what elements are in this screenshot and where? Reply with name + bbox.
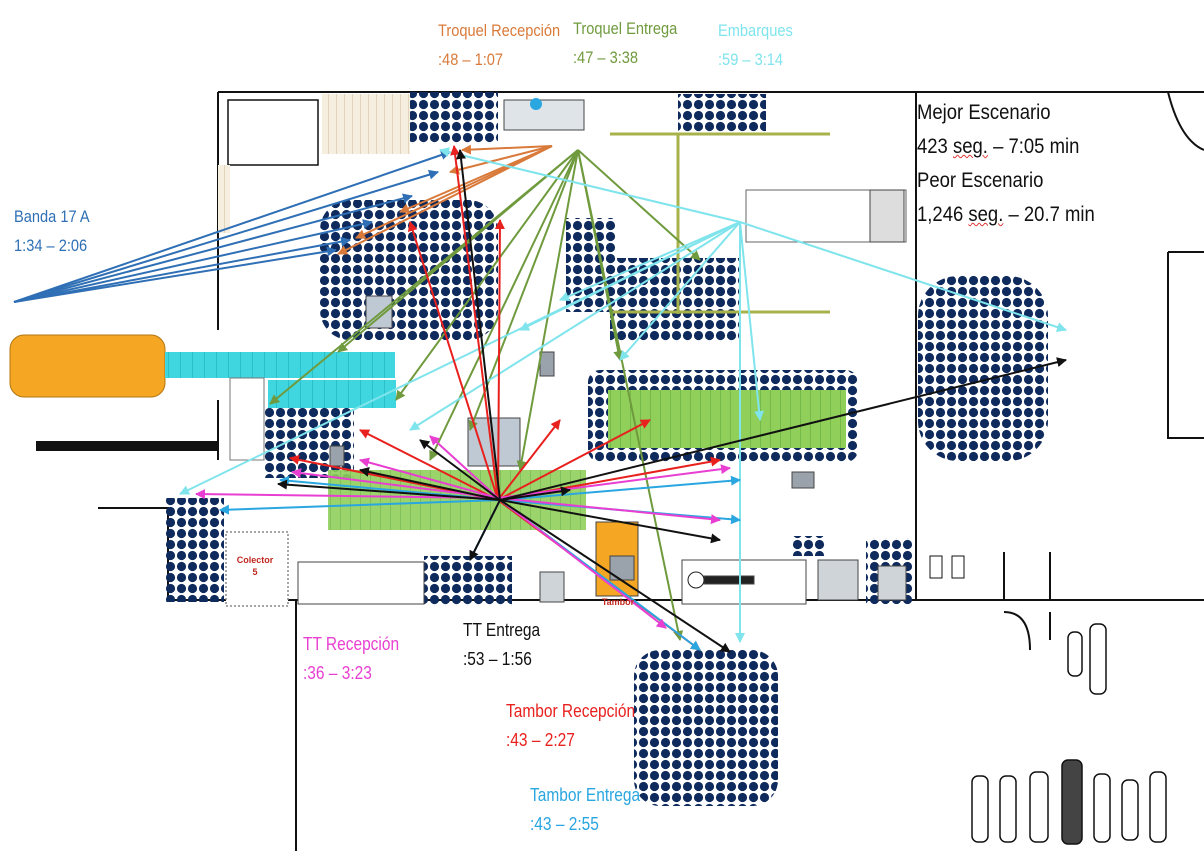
route-arrow-troquel-recepcion: [449, 145, 553, 175]
best-scenario-value: 423 seg. – 7:05 min: [917, 130, 1095, 164]
route-arrow-tt-recepcion: [195, 489, 499, 500]
best-value-rest: – 7:05 min: [993, 135, 1080, 158]
troquel-recepcion-name: Troquel Recepción: [438, 21, 561, 40]
stairs: [322, 94, 410, 154]
route-arrow-troquel-recepcion: [355, 145, 553, 239]
route-arrow-tt-entrega: [499, 357, 1067, 501]
best-value-num: 423: [917, 135, 948, 158]
worst-value-unit: seg.: [968, 203, 1004, 226]
label-embarques: Embarques :59 – 3:14: [718, 16, 793, 74]
route-arrow-troquel-recepcion: [337, 145, 553, 255]
label-tt-recepcion: TT Recepción :36 – 3:23: [303, 630, 399, 688]
label-tambor-recepcion: Tambor Recepción :43 – 2:27: [506, 697, 635, 755]
route-arrow-tambor-recepcion: [497, 419, 651, 501]
best-scenario-title: Mejor Escenario: [917, 101, 1051, 124]
troquel-recepcion-time: :48 – 1:07: [438, 50, 504, 69]
banda-name: Banda 17 A: [14, 207, 90, 226]
route-arrow-tambor-recepcion: [494, 219, 505, 501]
worst-value-num: 1,246: [917, 203, 964, 226]
tt-recepcion-time: :36 – 3:23: [303, 663, 372, 683]
route-arrow-tt-recepcion: [497, 464, 731, 499]
crane-rails: [610, 132, 830, 314]
banda-time: 1:34 – 2:06: [14, 236, 88, 255]
route-arrow-tambor-entrega: [219, 499, 501, 515]
route-arrow-troquel-recepcion: [461, 144, 553, 155]
route-arrow-tt-entrega: [419, 439, 501, 501]
route-arrow-embarques: [739, 221, 1067, 332]
route-arrow-tt-entrega: [499, 499, 731, 653]
route-arrow-banda: [13, 236, 351, 303]
route-arrow-embarques: [559, 221, 741, 302]
route-arrow-banda: [13, 150, 451, 303]
worst-scenario-value: 1,246 seg. – 20.7 min: [917, 198, 1095, 232]
route-arrow-tt-entrega: [499, 486, 571, 501]
route-arrow-tambor-recepcion: [407, 221, 499, 501]
label-troquel-recepcion: Troquel Recepción :48 – 1:07: [438, 16, 560, 74]
scenario-box: Mejor Escenario 423 seg. – 7:05 min Peor…: [917, 96, 1095, 232]
route-arrow-tt-recepcion: [497, 497, 667, 629]
side-stairs: [218, 165, 230, 233]
route-arrow-troquel-entrega: [577, 149, 701, 261]
embarques-time: :59 – 3:14: [718, 50, 784, 69]
worst-value-rest: – 20.7 min: [1008, 203, 1095, 226]
conveyor-housing: [229, 377, 265, 461]
route-arrow-tt-recepcion: [359, 457, 499, 499]
marker-dot: [530, 98, 542, 110]
route-arrow-troquel-entrega: [337, 149, 579, 353]
tambor-entrega-time: :43 – 2:55: [530, 814, 599, 834]
troquel-entrega-time: :47 – 3:38: [573, 48, 639, 67]
label-troquel-entrega: Troquel Entrega :47 – 3:38: [573, 14, 677, 72]
route-arrow-tambor-recepcion: [359, 429, 499, 501]
conveyor-banda: [165, 352, 395, 378]
troquel-entrega-name: Troquel Entrega: [573, 19, 678, 38]
tambor-recepcion-time: :43 – 2:27: [506, 730, 575, 750]
tt-recepcion-name: TT Recepción: [303, 634, 400, 654]
route-arrow-tt-recepcion: [291, 468, 499, 499]
label-banda-17a: Banda 17 A 1:34 – 2:06: [14, 202, 90, 260]
tambor-label: Tambor: [601, 597, 635, 607]
embarques-name: Embarques: [718, 21, 793, 40]
route-arrow-troquel-entrega: [468, 149, 579, 431]
route-arrow-tt-recepcion: [497, 497, 721, 525]
collector-label: Colector 5: [236, 555, 274, 577]
route-arrow-banda: [13, 219, 373, 303]
route-arrow-tambor-recepcion: [450, 145, 499, 501]
route-arrow-tt-entrega: [456, 149, 501, 501]
route-arrow-troquel-entrega: [429, 149, 579, 461]
worst-scenario-title: Peor Escenario: [917, 169, 1044, 192]
route-arrow-tt-recepcion: [429, 435, 499, 499]
route-arrow-troquel-entrega: [516, 149, 579, 471]
tt-entrega-time: :53 – 1:56: [463, 649, 532, 669]
tt-entrega-name: TT Entrega: [463, 620, 541, 640]
route-arrow-tt-entrega: [499, 499, 721, 544]
orange-tank: [9, 334, 166, 398]
route-arrow-embarques: [519, 221, 741, 331]
route-arrow-banda: [13, 246, 337, 303]
route-arrow-embarques: [619, 221, 741, 361]
route-arrow-tambor-recepcion: [497, 419, 561, 501]
route-arrow-troquel-entrega: [577, 149, 684, 641]
beam: [36, 441, 218, 451]
label-tambor-entrega: Tambor Entrega :43 – 2:55: [530, 781, 640, 839]
route-arrow-tt-entrega: [277, 479, 501, 501]
route-arrow-embarques: [439, 147, 741, 223]
route-arrows: [13, 144, 1067, 653]
route-arrow-embarques: [739, 221, 765, 421]
route-arrow-banda: [13, 193, 413, 303]
label-tt-entrega: TT Entrega :53 – 1:56: [463, 616, 540, 674]
best-value-unit: seg.: [952, 135, 988, 158]
green-zone-right: [608, 390, 846, 448]
route-arrow-tt-entrega: [359, 466, 501, 501]
route-arrow-tt-entrega: [469, 499, 501, 561]
parked-cars: [971, 623, 1167, 845]
route-arrow-banda: [13, 169, 439, 303]
tambor-entrega-name: Tambor Entrega: [530, 785, 641, 805]
route-arrow-tambor-entrega: [499, 475, 741, 501]
conveyor-lower: [268, 380, 396, 408]
route-arrow-troquel-entrega: [395, 149, 579, 401]
tambor-recepcion-name: Tambor Recepción: [506, 701, 636, 721]
